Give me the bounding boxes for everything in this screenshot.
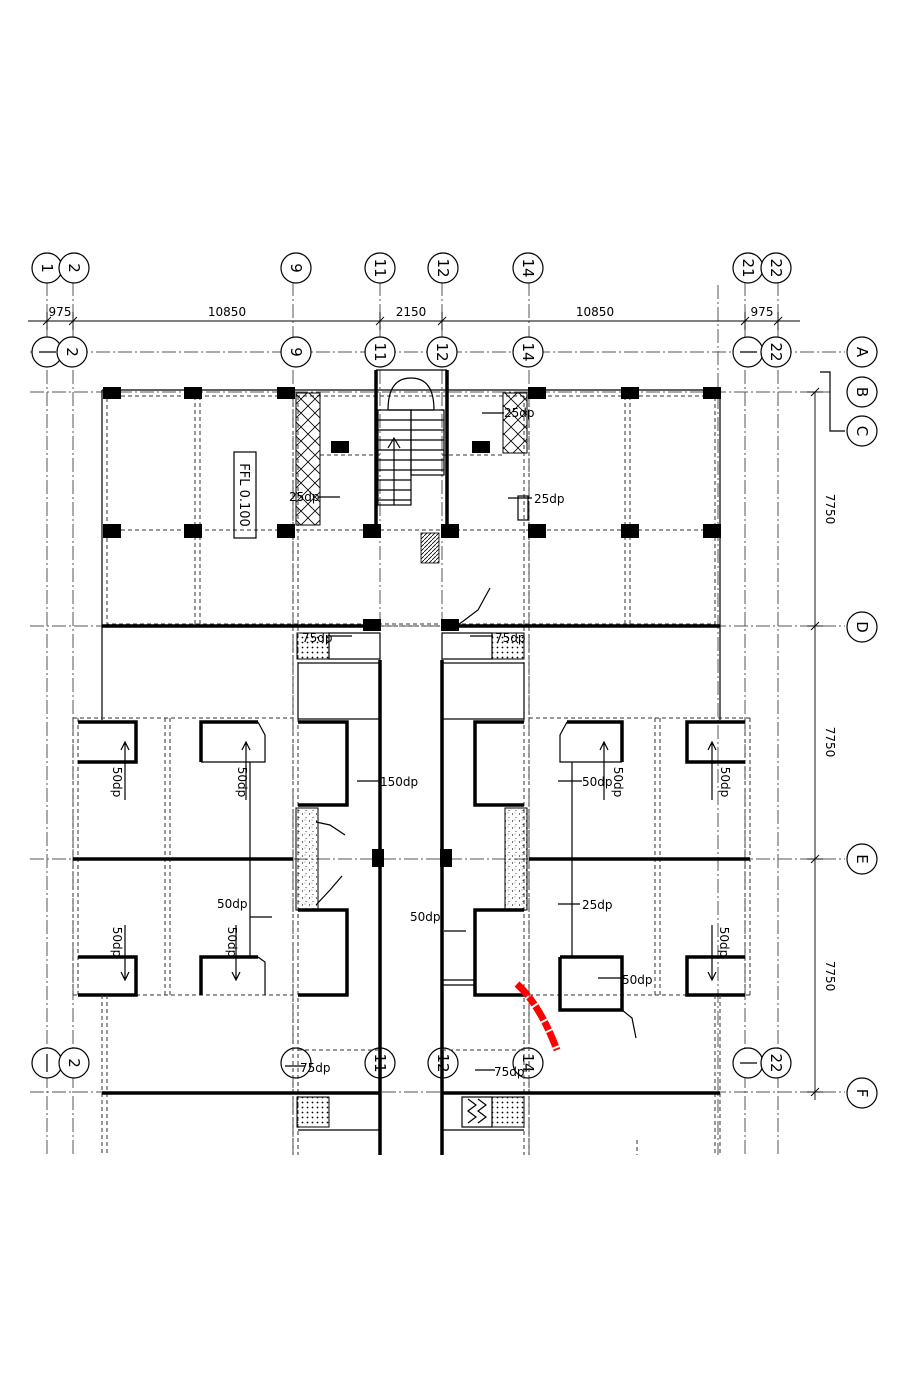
ffl-label: FFL 0.100 [236, 463, 251, 527]
drop-label: 75dp [302, 631, 333, 645]
grid-label-11: 11 [371, 258, 389, 277]
svg-text:22: 22 [767, 342, 785, 361]
dim-2150: 2150 [396, 305, 427, 319]
dim-975-left: 975 [49, 305, 72, 319]
grid-label-2: 2 [65, 263, 83, 273]
stair-treads [378, 419, 444, 505]
svg-text:9: 9 [287, 347, 305, 357]
svg-text:14: 14 [519, 342, 537, 361]
grid-label-12: 12 [434, 258, 452, 277]
dim-10850-left: 10850 [208, 305, 246, 319]
drop-label: 75dp [300, 1061, 331, 1075]
dim-10850-right: 10850 [576, 305, 614, 319]
grid-label-A: A [853, 347, 871, 358]
drop-label: 50dp [718, 767, 732, 798]
drop-label: 50dp [611, 767, 625, 798]
grid-bubbles-top: 1 2 9 11 12 14 21 22 [31, 252, 792, 284]
grid-label-C: C [853, 426, 871, 436]
drop-label: 50dp [217, 897, 248, 911]
drop-label: 50dp [110, 927, 124, 958]
dim-7750-2: 7750 [823, 727, 837, 758]
plan-structure [72, 369, 751, 1155]
grid-label-22: 22 [767, 258, 785, 277]
drop-label: 50dp [225, 927, 239, 958]
svg-text:14: 14 [519, 1053, 537, 1072]
drop-label: 50dp [622, 973, 653, 987]
grid-label-21: 21 [739, 258, 757, 277]
grid-label-9: 9 [287, 263, 305, 273]
drop-label: 50dp [110, 767, 124, 798]
grid-bubbles-right: A B C D E F [846, 336, 878, 1109]
drop-label: 50dp [235, 767, 249, 798]
grid-label-1: 1 [38, 263, 56, 273]
grid-label-B: B [853, 387, 871, 397]
svg-text:22: 22 [767, 1053, 785, 1072]
drop-label: 25dp [534, 492, 565, 506]
dim-7750-3: 7750 [823, 961, 837, 992]
red-markup-stroke [514, 981, 561, 1052]
structural-columns [103, 387, 721, 867]
dim-7750-1: 7750 [823, 494, 837, 525]
grid-bubbles-bottom: 2 11 12 14 22 [31, 1047, 792, 1079]
ffl-tag: FFL 0.100 [233, 451, 257, 539]
drop-labels: 25dp 25dp 25dp 25dp 75dp 75dp 50dp 50dp … [110, 406, 732, 1079]
grid-lines [30, 260, 845, 1155]
grid-label-E: E [853, 854, 871, 863]
drop-label: 75dp [494, 1065, 525, 1079]
drop-label: 25dp [582, 898, 613, 912]
svg-text:2: 2 [65, 1058, 83, 1068]
drop-label: 50dp [410, 910, 441, 924]
drop-label: 75dp [495, 631, 526, 645]
grid-bubbles-row2: 2 9 11 12 14 22 [31, 336, 792, 368]
dimension-lines-right: 7750 7750 7750 [807, 387, 837, 1100]
drop-label: 50dp [717, 927, 731, 958]
grid-label-D: D [853, 621, 871, 633]
drop-label: 25dp [289, 490, 320, 504]
drop-label: 150dp [380, 775, 418, 789]
svg-text:12: 12 [433, 342, 451, 361]
svg-text:2: 2 [63, 347, 81, 357]
grid-label-F: F [853, 1089, 871, 1098]
drop-label: 50dp [582, 775, 613, 789]
dim-975-right: 975 [751, 305, 774, 319]
svg-text:11: 11 [371, 342, 389, 361]
drop-label: 25dp [504, 406, 535, 420]
grid-label-14: 14 [519, 258, 537, 277]
dimension-lines-top: 975 10850 2150 10850 975 [28, 305, 800, 330]
